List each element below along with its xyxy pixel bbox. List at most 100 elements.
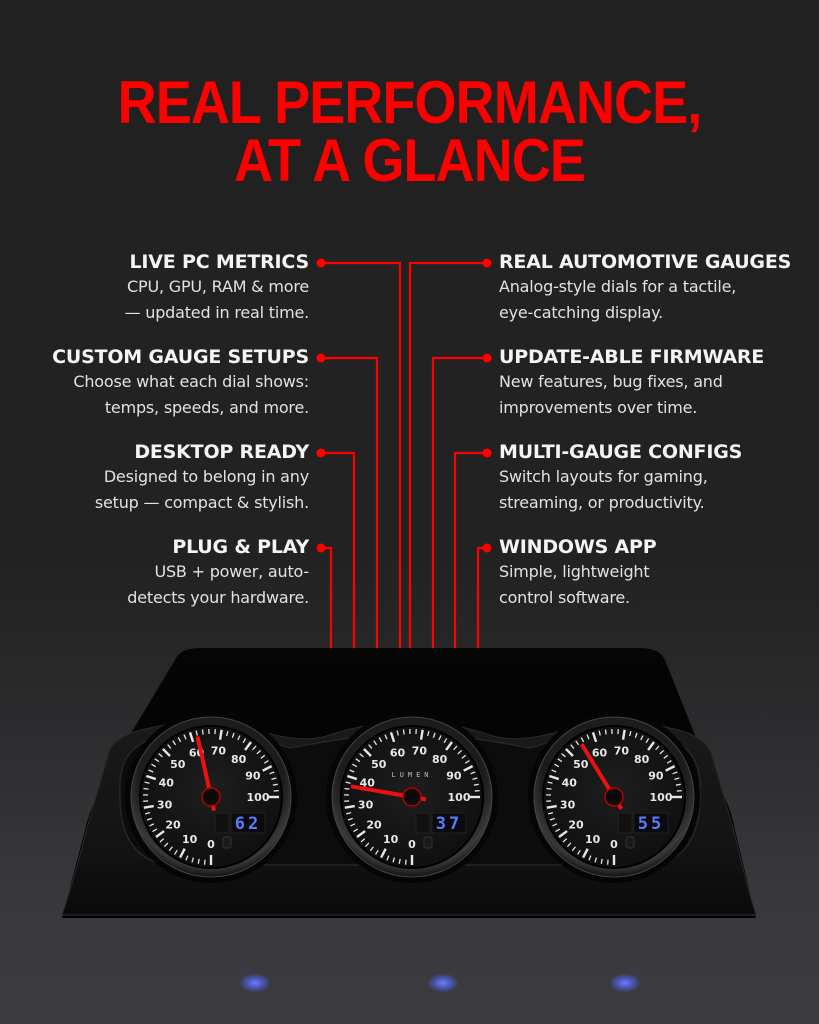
gauge-scale-label: 50 — [170, 758, 186, 771]
gauge-tick — [183, 734, 187, 740]
gauge-tick — [344, 787, 350, 790]
brand-logo: LUMEN — [391, 771, 432, 779]
connector-dot — [482, 258, 492, 268]
feature-title: WINDOWS APP — [499, 536, 657, 558]
gauge-tick — [167, 744, 172, 749]
headline-line-2: AT A GLANCE — [233, 127, 586, 194]
needle-hub — [604, 787, 624, 807]
gauge-tick — [577, 849, 581, 855]
feature-desc-line: Analog-style dials for a tactile, — [499, 277, 737, 296]
gauge-scale-label: 90 — [446, 770, 462, 783]
gauge-scale-label: 20 — [165, 819, 181, 832]
gauge-tick — [580, 737, 585, 743]
gauge-tick — [369, 846, 374, 852]
headline-line-1: REAL PERFORMANCE, — [117, 69, 703, 136]
gauge-tick — [226, 730, 229, 737]
gauge-tick — [149, 823, 155, 827]
gauge-tick — [634, 732, 638, 738]
connector-dot — [316, 258, 326, 268]
gauge-tick — [663, 754, 669, 759]
gauge-tick — [463, 765, 474, 772]
feature-desc-line: USB + power, auto- — [154, 562, 309, 581]
gauge-tick — [443, 738, 448, 744]
gauge-scale-label: 60 — [592, 746, 608, 759]
gauge-tick — [195, 730, 198, 736]
gauge-tick — [600, 858, 603, 864]
gauge-tick — [177, 737, 182, 743]
gauge-tick — [172, 740, 177, 746]
gauge-tick — [272, 783, 278, 786]
gauge-tick — [554, 763, 560, 768]
gauge-tick — [163, 842, 169, 848]
gauge-tick — [549, 817, 555, 821]
gauge-scale-label: 50 — [573, 758, 589, 771]
gauge-scale-label: 40 — [159, 776, 175, 789]
digital-readout: 37 — [436, 814, 462, 834]
digital-readout: 55 — [638, 814, 664, 834]
gauge-tick — [152, 828, 158, 833]
gauge-tick — [594, 857, 598, 863]
feature-desc-line: — updated in real time. — [124, 303, 310, 322]
gauge-scale-label: 50 — [371, 758, 387, 771]
gauge-scale-label: 70 — [412, 745, 428, 758]
feature-desc-line: eye-catching display. — [499, 303, 663, 322]
gauge-tick — [244, 741, 252, 751]
gauge-tick — [355, 758, 361, 763]
feature-title: MULTI-GAUGE CONFIGS — [499, 441, 743, 463]
gauge-tick — [174, 849, 178, 855]
gauge-tick — [472, 777, 478, 781]
gauge-tick — [345, 781, 351, 784]
feature-desc-line: improvements over time. — [499, 398, 698, 417]
feature-desc-line: control software. — [499, 588, 630, 607]
gauge-tick — [645, 738, 650, 744]
gauge-tick — [144, 812, 151, 815]
feature-title: CUSTOM GAUGE SETUPS — [52, 346, 309, 368]
gauge-scale-label: 70 — [211, 745, 227, 758]
gauge-tick — [350, 823, 356, 827]
gauge-scale-label: 0 — [408, 838, 416, 851]
feature-windows-app: WINDOWS APP Simple, lightweight control … — [499, 535, 799, 611]
gauge-tick — [154, 758, 160, 763]
feature-updateable-firmware: UPDATE-ABLE FIRMWARE New features, bug f… — [499, 345, 799, 421]
gauge-tick — [647, 741, 655, 751]
connector-dot — [316, 543, 326, 553]
gauge-tick — [146, 817, 152, 821]
gauge-tick — [345, 812, 352, 815]
gauge-tick — [546, 804, 557, 809]
reset-knob — [222, 836, 232, 849]
gauge-tick — [675, 783, 681, 786]
gauge-tick — [586, 734, 590, 740]
feature-desc-line: CPU, GPU, RAM & more — [127, 277, 309, 296]
gauge-tick — [347, 817, 353, 821]
gauge-tick — [598, 730, 601, 736]
gauge-tick — [185, 855, 189, 861]
gauge-tick — [148, 769, 154, 773]
gauge-tick — [551, 769, 557, 773]
gauge-scale-label: 20 — [568, 819, 584, 832]
gauge-tick — [159, 838, 165, 843]
feature-plug-and-play: PLUG & PLAY USB + power, auto- detects y… — [9, 535, 309, 611]
gauge-scale-label: 10 — [383, 833, 399, 846]
gauge-tick — [158, 753, 163, 758]
feature-desc-line: streaming, or productivity. — [499, 493, 705, 512]
gauge-tick — [453, 745, 458, 751]
readout-reflection-center — [428, 974, 458, 992]
gauge-tick — [571, 846, 576, 852]
gauge-tick — [548, 774, 560, 781]
gauge-tick — [368, 744, 373, 749]
gauge-tick — [445, 741, 453, 751]
gauge-tick — [179, 848, 186, 859]
gauge-scale-label: 10 — [182, 833, 198, 846]
gauge-tick — [263, 760, 269, 764]
gauge-tick — [162, 748, 171, 757]
feature-desktop-ready: DESKTOP READY Designed to belong in any … — [9, 440, 309, 516]
gauge-tick — [396, 730, 399, 736]
gauge-tick — [197, 858, 200, 864]
gauge-tick — [353, 828, 359, 833]
gauge-tick — [360, 838, 366, 843]
gauge-tick — [473, 783, 479, 786]
gauge-tick — [582, 848, 589, 859]
gauge-tick — [555, 828, 561, 833]
